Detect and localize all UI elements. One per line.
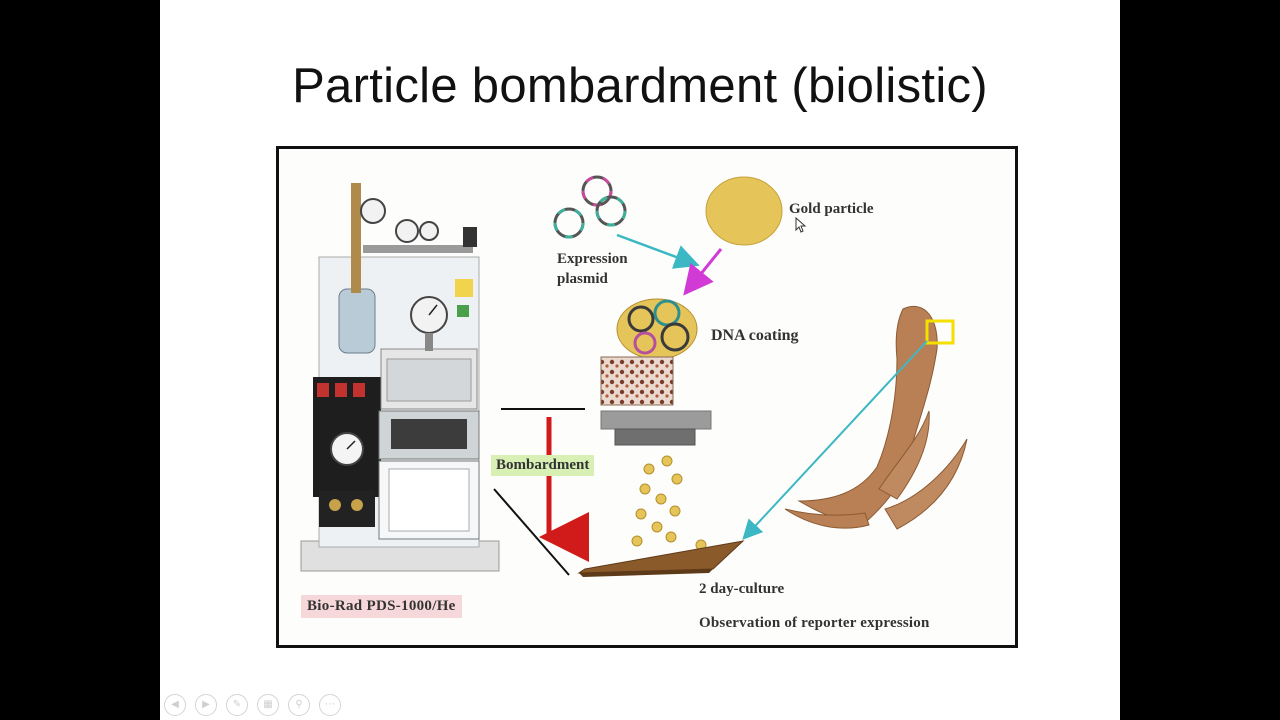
bombardment-label: Bombardment bbox=[491, 455, 595, 476]
gold-particle-label: Gold particle bbox=[789, 201, 874, 217]
flying-gold-particles bbox=[631, 455, 707, 551]
dna-coated-particle bbox=[616, 298, 698, 360]
pen-icon[interactable]: ✎ bbox=[226, 694, 248, 716]
observation-label: Observation of reporter expression bbox=[699, 615, 930, 631]
seaweed-sample bbox=[784, 306, 968, 530]
sample-highlight-box bbox=[925, 319, 955, 345]
next-slide-icon[interactable]: ▶ bbox=[195, 694, 217, 716]
expression-plasmid-label: Expression plasmid bbox=[557, 251, 628, 287]
stopping-screen bbox=[600, 410, 712, 430]
figure-illustration bbox=[300, 175, 968, 577]
mouse-pointer-icon bbox=[795, 217, 807, 233]
more-options-icon[interactable]: ⋯ bbox=[319, 694, 341, 716]
target-tissue bbox=[577, 540, 745, 574]
gold-particle-shape bbox=[705, 176, 783, 246]
biolistic-figure: Gold particle Expression plasmid DNA coa… bbox=[276, 146, 1018, 648]
slide-sorter-icon[interactable]: ▦ bbox=[257, 694, 279, 716]
instrument-label: Bio-Rad PDS-1000/He bbox=[301, 595, 462, 618]
previous-slide-icon[interactable]: ◀ bbox=[164, 694, 186, 716]
slide-title: Particle bombardment (biolistic) bbox=[292, 59, 988, 113]
sample-to-tissue-arrow bbox=[742, 340, 928, 540]
dna-coating-label: DNA coating bbox=[711, 327, 799, 344]
presentation-controls: ◀ ▶ ✎ ▦ ⚲ ⋯ bbox=[164, 694, 341, 716]
culture-label: 2 day-culture bbox=[699, 581, 785, 597]
plasmid-to-gold-arrow bbox=[616, 233, 700, 269]
gene-gun-instrument bbox=[300, 183, 500, 572]
slide: Particle bombardment (biolistic) bbox=[160, 0, 1120, 720]
macrocarrier bbox=[600, 356, 674, 406]
zoom-icon[interactable]: ⚲ bbox=[288, 694, 310, 716]
expression-plasmids bbox=[553, 175, 627, 239]
coating-arrow bbox=[683, 248, 723, 296]
